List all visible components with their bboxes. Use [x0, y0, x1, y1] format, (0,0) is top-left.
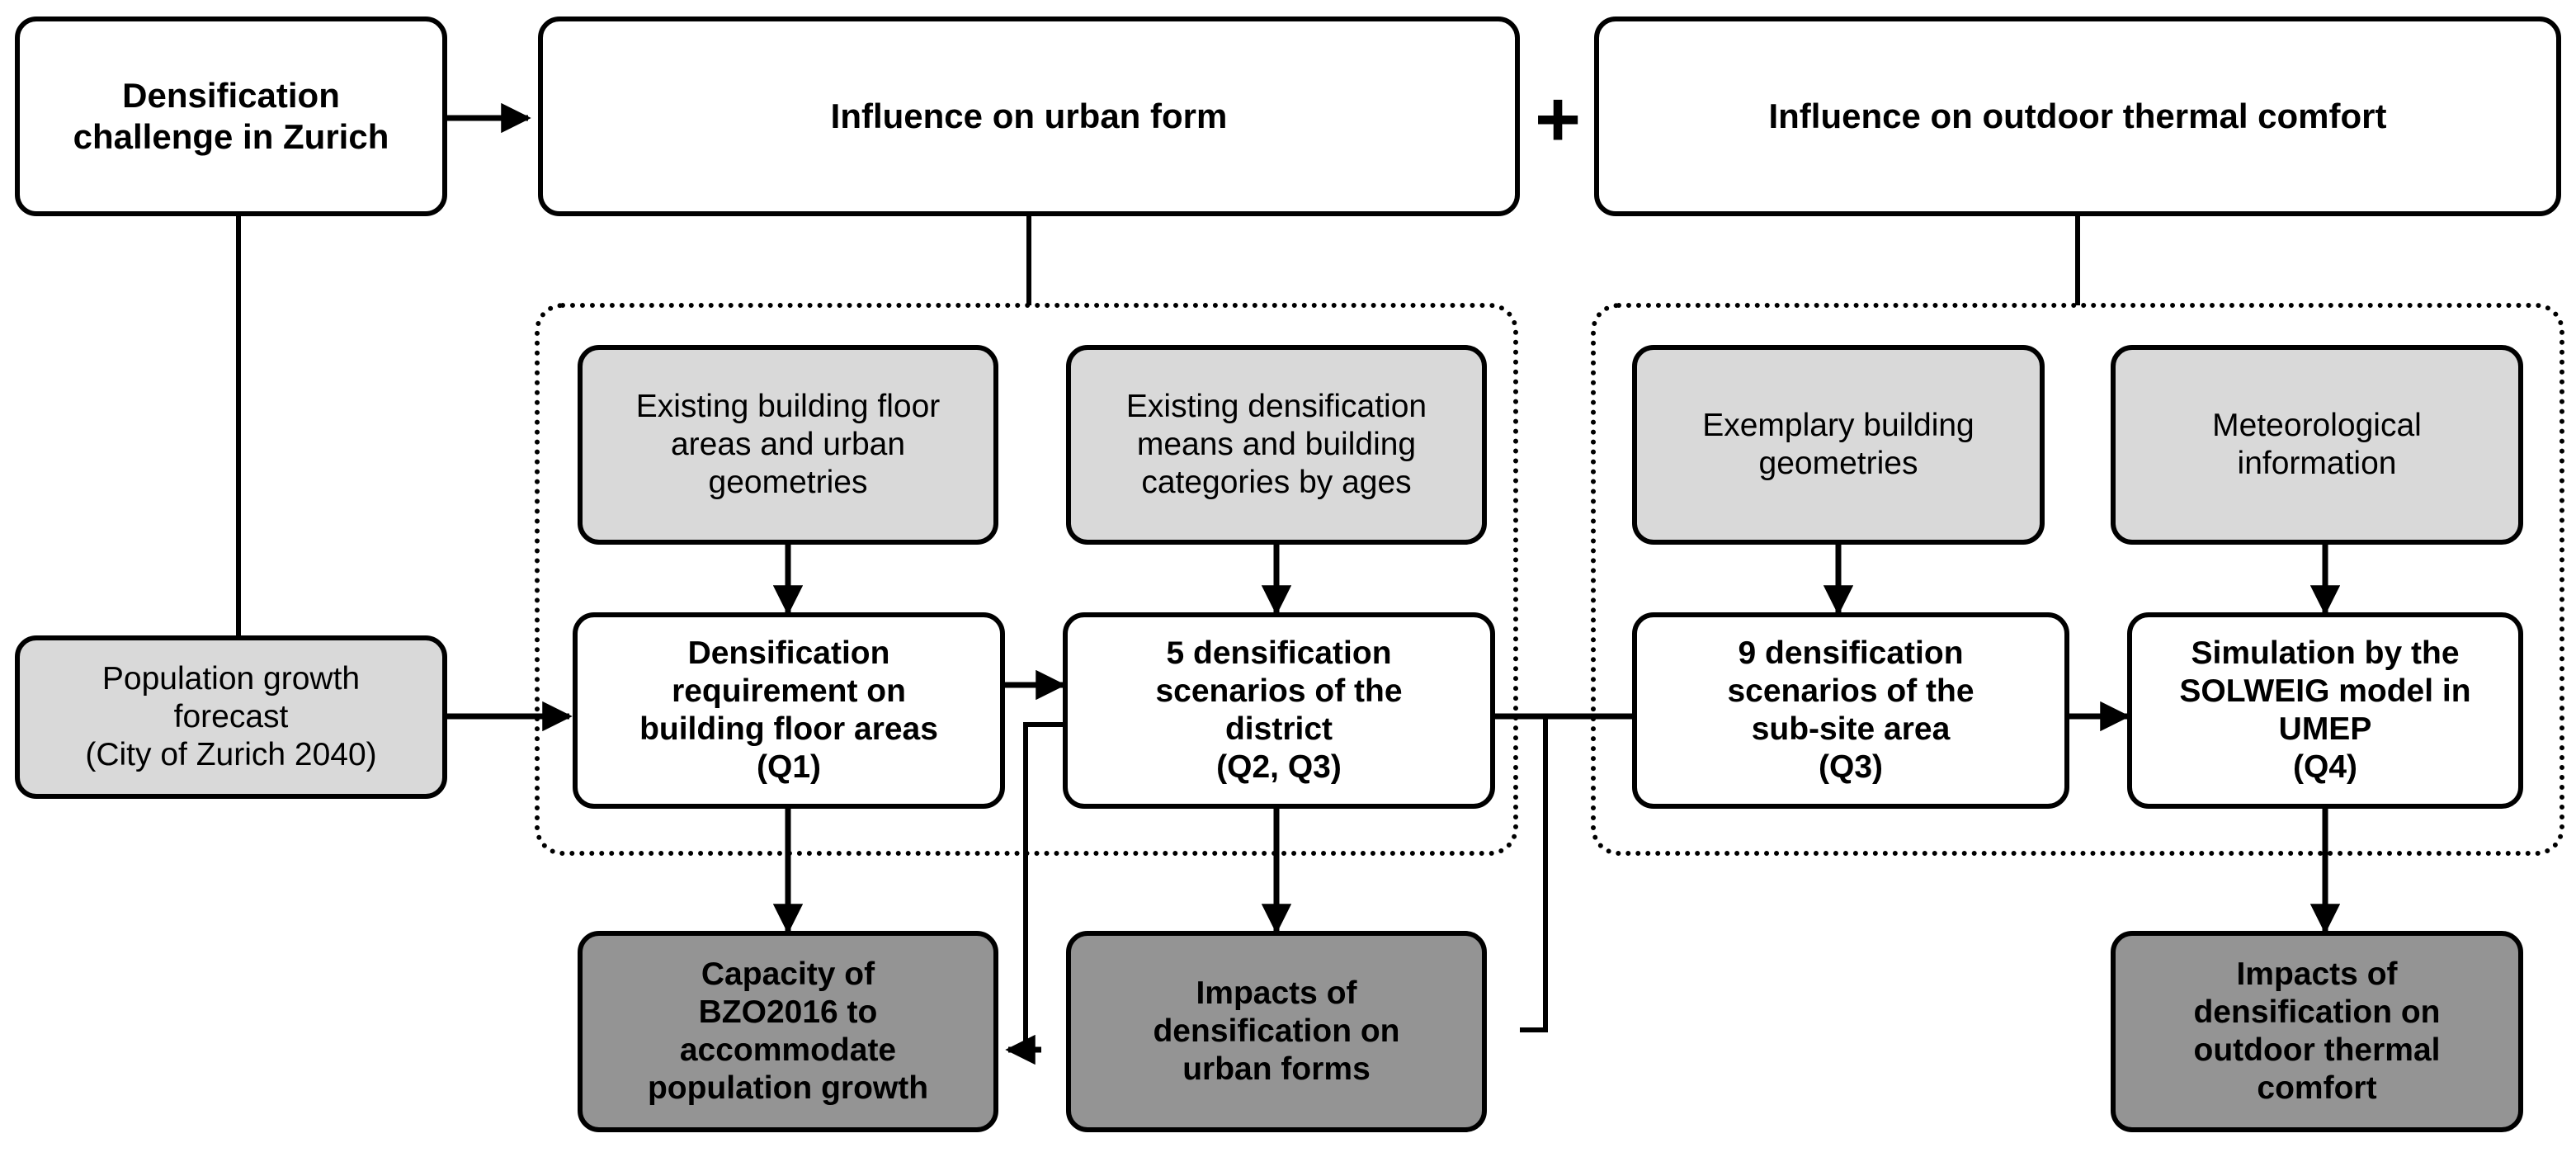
input-existing-floor-areas[interactable]: Existing building floor areas and urban …: [578, 345, 998, 545]
plus-operator-icon: +: [1534, 75, 1582, 163]
group-thermal-comfort: [1591, 303, 2564, 856]
header-label: Influence on outdoor thermal comfort: [1768, 97, 2387, 136]
input-label: Exemplary building geometries: [1702, 407, 1974, 481]
process-solweig-simulation[interactable]: Simulation by the SOLWEIG model in UMEP …: [2127, 612, 2523, 809]
output-urban-form-impacts[interactable]: Impacts of densification on urban forms: [1066, 931, 1487, 1132]
input-population-growth[interactable]: Population growth forecast (City of Zuri…: [15, 635, 447, 799]
header-label: Influence on urban form: [830, 97, 1228, 136]
output-bzo-capacity[interactable]: Capacity of BZO2016 to accommodate popul…: [578, 931, 998, 1132]
process-label: 9 densification scenarios of the sub-sit…: [1727, 635, 1974, 786]
process-label: 5 densification scenarios of the distric…: [1155, 635, 1403, 786]
output-thermal-comfort-impacts[interactable]: Impacts of densification on outdoor ther…: [2111, 931, 2523, 1132]
input-existing-densification-means[interactable]: Existing densification means and buildin…: [1066, 345, 1487, 545]
input-exemplary-building-geometries[interactable]: Exemplary building geometries: [1632, 345, 2045, 545]
input-label: Existing building floor areas and urban …: [635, 388, 941, 500]
header-influence-thermal-comfort[interactable]: Influence on outdoor thermal comfort: [1594, 17, 2561, 216]
output-label: Impacts of densification on urban forms: [1153, 975, 1400, 1087]
output-label: Capacity of BZO2016 to accommodate popul…: [647, 956, 929, 1107]
input-label: Population growth forecast (City of Zuri…: [85, 660, 377, 772]
process-label: Simulation by the SOLWEIG model in UMEP …: [2179, 635, 2471, 786]
input-label: Meteorological information: [2212, 407, 2422, 481]
process-densification-requirement[interactable]: Densification requirement on building fl…: [573, 612, 1005, 809]
header-densification-challenge[interactable]: Densification challenge in Zurich: [15, 17, 447, 216]
process-subsite-scenarios[interactable]: 9 densification scenarios of the sub-sit…: [1632, 612, 2069, 809]
header-influence-urban-form[interactable]: Influence on urban form: [538, 17, 1520, 216]
process-district-scenarios[interactable]: 5 densification scenarios of the distric…: [1063, 612, 1495, 809]
input-meteorological-information[interactable]: Meteorological information: [2111, 345, 2523, 545]
input-label: Existing densification means and buildin…: [1125, 388, 1427, 500]
header-label: Densification challenge in Zurich: [73, 76, 389, 156]
output-label: Impacts of densification on outdoor ther…: [2193, 956, 2441, 1107]
process-label: Densification requirement on building fl…: [639, 635, 938, 786]
